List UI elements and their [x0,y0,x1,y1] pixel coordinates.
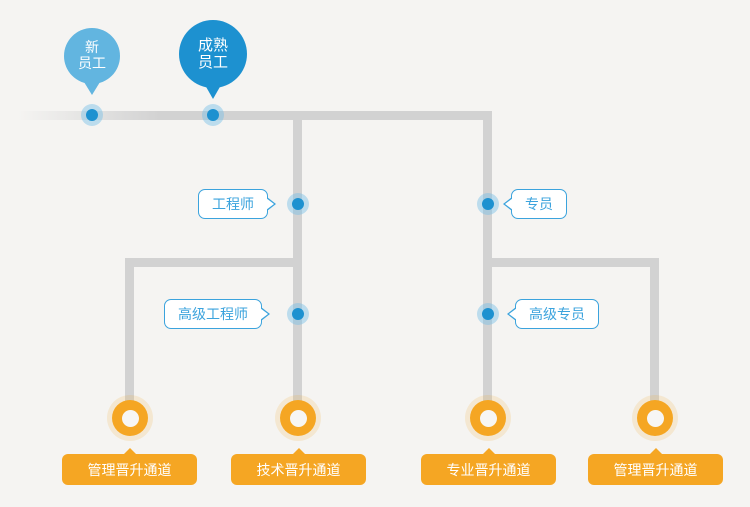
channel-text-professional: 专业晋升通道 [446,462,531,479]
node-dot-icon [482,308,494,320]
balloon-tail-icon [84,82,100,95]
node-dot-icon [292,198,304,210]
channel-notch-icon [648,448,663,455]
ring-hole-icon [479,409,497,427]
terminal-ring-management-right[interactable] [632,395,678,441]
ring-icon [637,400,673,436]
stage-label-mature-employee: 成熟 员工 [197,35,228,71]
channel-text-management-right: 管理晋升通道 [613,462,698,479]
node-dot-icon [292,308,304,320]
bubble-tail-inner-icon [509,308,517,320]
channel-text-technical: 技术晋升通道 [256,462,341,479]
ring-icon [112,400,148,436]
stage-balloon-new-employee[interactable]: 新 员工 [64,28,120,95]
branch-node-senior-specialist[interactable] [477,303,499,325]
role-label-specialist[interactable]: 专员 [503,189,567,219]
channel-notch-icon [291,448,306,455]
bubble-tail-inner-icon [266,198,274,210]
channel-notch-icon [481,448,496,455]
channel-text-management-left: 管理晋升通道 [87,462,172,479]
bubble-tail-inner-icon [260,308,268,320]
timeline-bar [18,111,492,120]
role-text-senior-specialist: 高级专员 [529,307,585,323]
role-label-senior-specialist[interactable]: 高级专员 [507,299,599,329]
role-text-engineer: 工程师 [212,197,254,213]
node-dot-icon [86,109,98,121]
bubble-tail-inner-icon [505,198,513,210]
ring-hole-icon [646,409,664,427]
terminal-ring-management-left[interactable] [107,395,153,441]
timeline-node-mature-employee[interactable] [202,104,224,126]
stage-balloon-mature-employee[interactable]: 成熟 员工 [179,20,247,99]
ring-icon [280,400,316,436]
channel-label-professional[interactable]: 专业晋升通道 [421,448,556,485]
ring-hole-icon [289,409,307,427]
role-label-engineer[interactable]: 工程师 [198,189,276,219]
terminal-ring-technical[interactable] [275,395,321,441]
channel-notch-icon [122,448,137,455]
role-text-senior-engineer: 高级工程师 [178,307,248,323]
role-text-specialist: 专员 [525,197,553,213]
branch-node-specialist[interactable] [477,193,499,215]
node-dot-icon [207,109,219,121]
branch-drop-management-right [650,258,659,415]
channel-label-management-right[interactable]: 管理晋升通道 [588,448,723,485]
channel-label-technical[interactable]: 技术晋升通道 [231,448,366,485]
branch-node-engineer[interactable] [287,193,309,215]
channel-label-management-left[interactable]: 管理晋升通道 [62,448,197,485]
balloon-tail-icon [205,85,221,99]
branch-node-senior-engineer[interactable] [287,303,309,325]
ring-icon [470,400,506,436]
stage-label-new-employee: 新 员工 [78,39,106,72]
branch-line-right [483,258,659,267]
role-label-senior-engineer[interactable]: 高级工程师 [164,299,270,329]
terminal-ring-professional[interactable] [465,395,511,441]
timeline-node-new-employee[interactable] [81,104,103,126]
node-dot-icon [482,198,494,210]
branch-drop-management-left [125,258,134,415]
branch-line-left [125,258,302,267]
ring-hole-icon [121,409,139,427]
